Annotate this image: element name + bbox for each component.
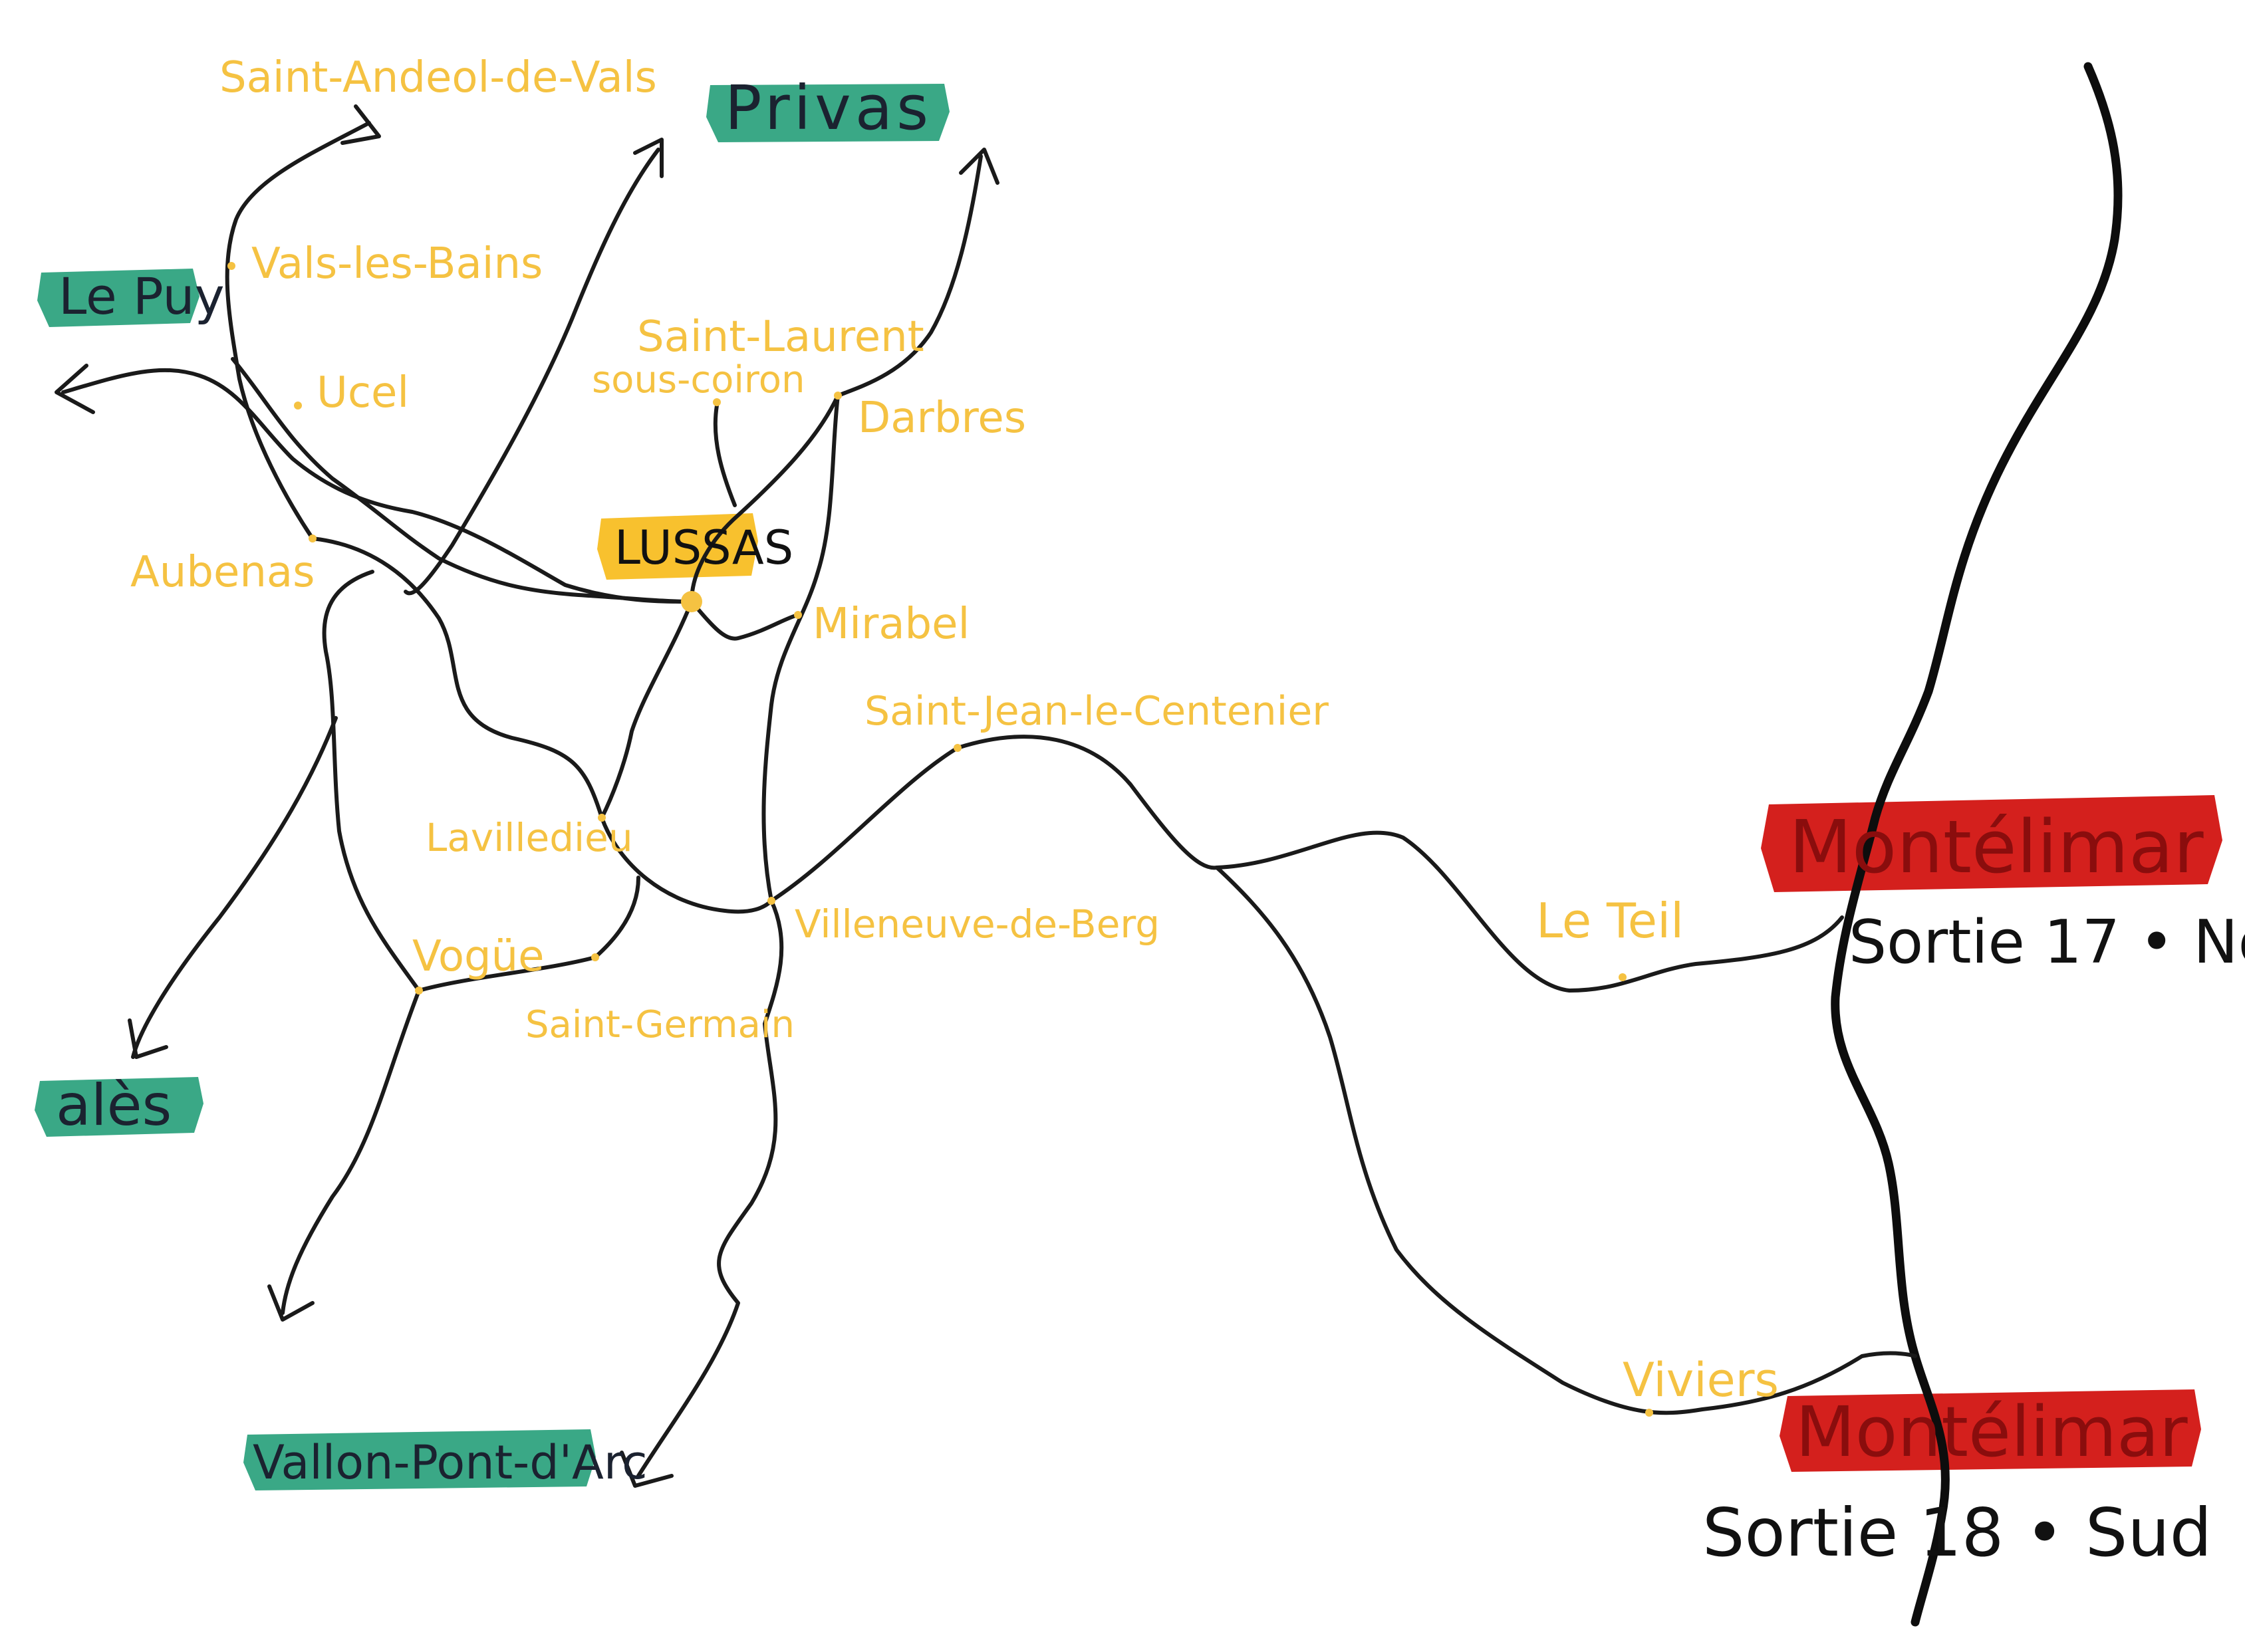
le-teil-label: Le Teil xyxy=(1536,893,1684,949)
vals-les-bains-label: Vals-les-Bains xyxy=(251,239,543,289)
saint-laurent-dot xyxy=(713,398,721,406)
lussas-label: LUSSAS xyxy=(614,521,793,575)
vallon-label: Vallon-Pont-d'Arc xyxy=(253,1435,648,1490)
road-darbres-villeneuve xyxy=(761,394,840,903)
le-teil-dot xyxy=(1619,973,1627,981)
viviers-label: Viviers xyxy=(1623,1353,1779,1407)
viviers-dot xyxy=(1645,1409,1653,1417)
le-puy-highlight xyxy=(37,269,199,327)
ales-arrow-icon xyxy=(128,1018,168,1059)
road-lussas-mirabel xyxy=(690,600,800,641)
sortie-sud-label: Sortie 18 • Sud xyxy=(1702,1494,2212,1572)
saint-germain-dot xyxy=(591,953,599,961)
vallon-east-arrow-icon xyxy=(620,1451,674,1488)
vallon-highlight xyxy=(243,1429,596,1490)
road-saint-andeol xyxy=(225,121,371,540)
motorway-a7 xyxy=(1831,62,2123,1627)
vogue-label: Vogüe xyxy=(412,932,545,981)
darbres-dot xyxy=(834,392,842,400)
mirabel-label: Mirabel xyxy=(813,600,970,649)
saint-jean-label: Saint-Jean-le-Centenier xyxy=(864,688,1329,735)
vallon-arrow-icon xyxy=(267,1284,315,1322)
darbres-label: Darbres xyxy=(858,394,1026,443)
lavilledieu-dot xyxy=(598,814,606,822)
mirabel-dot xyxy=(794,611,802,619)
vogue-dot xyxy=(415,987,423,995)
saint-laurent-label-2: sous-coiron xyxy=(592,358,805,402)
road-aubenas-lussas xyxy=(231,357,694,604)
montelimar-sud-highlight xyxy=(1780,1389,2201,1472)
saint-laurent-label-1: Saint-Laurent xyxy=(637,312,924,362)
saint-jean-dot xyxy=(954,744,962,752)
saint-germain-label: Saint-Germain xyxy=(525,1003,795,1046)
privas-highlight xyxy=(706,84,950,142)
privas-label: Privas xyxy=(725,72,932,144)
aubenas-dot xyxy=(309,534,317,542)
lavilledieu-label: Lavilledieu xyxy=(426,815,633,860)
sortie-nord-label: Sortie 17 • Nord xyxy=(1849,907,2245,977)
road-ales xyxy=(131,716,338,1059)
le-puy-arrow-icon xyxy=(55,364,95,414)
road-aubenas-villeneuve xyxy=(311,536,773,914)
road-aubenas-vogue xyxy=(322,570,421,993)
villeneuve-label: Villeneuve-de-Berg xyxy=(795,901,1160,947)
saint-andeol-label: Saint-Andeol-de-Vals xyxy=(219,53,657,102)
road-saint-laurent xyxy=(713,404,737,507)
saint-andeol-arrow-icon xyxy=(340,104,381,145)
le-puy-label: Le Puy xyxy=(59,267,225,326)
road-lussas-lavilledieu xyxy=(600,600,694,820)
privas-east-arrow-icon xyxy=(959,148,999,185)
road-villeneuve-le-teil xyxy=(769,735,1844,993)
road-privas-west xyxy=(404,148,660,596)
ales-label: alès xyxy=(56,1072,172,1139)
ucel-dot xyxy=(294,402,302,410)
road-villeneuve-south xyxy=(636,899,784,1478)
road-vallon xyxy=(281,989,421,1315)
aubenas-label: Aubenas xyxy=(130,548,315,597)
lussas-highlight xyxy=(597,513,758,580)
village-dots xyxy=(227,262,1653,1417)
road-viviers xyxy=(1215,866,1917,1415)
ucel-label: Ucel xyxy=(317,368,409,417)
privas-west-arrow-icon xyxy=(633,138,664,178)
vals-les-bains-dot xyxy=(227,262,235,270)
montelimar-nord-label: Montélimar xyxy=(1789,804,2204,889)
lussas-dot xyxy=(681,591,702,612)
villeneuve-dot xyxy=(767,897,775,905)
montelimar-sud-label: Montélimar xyxy=(1795,1391,2188,1473)
road-vogue-saint-germain xyxy=(417,876,640,993)
ales-highlight xyxy=(35,1077,203,1137)
